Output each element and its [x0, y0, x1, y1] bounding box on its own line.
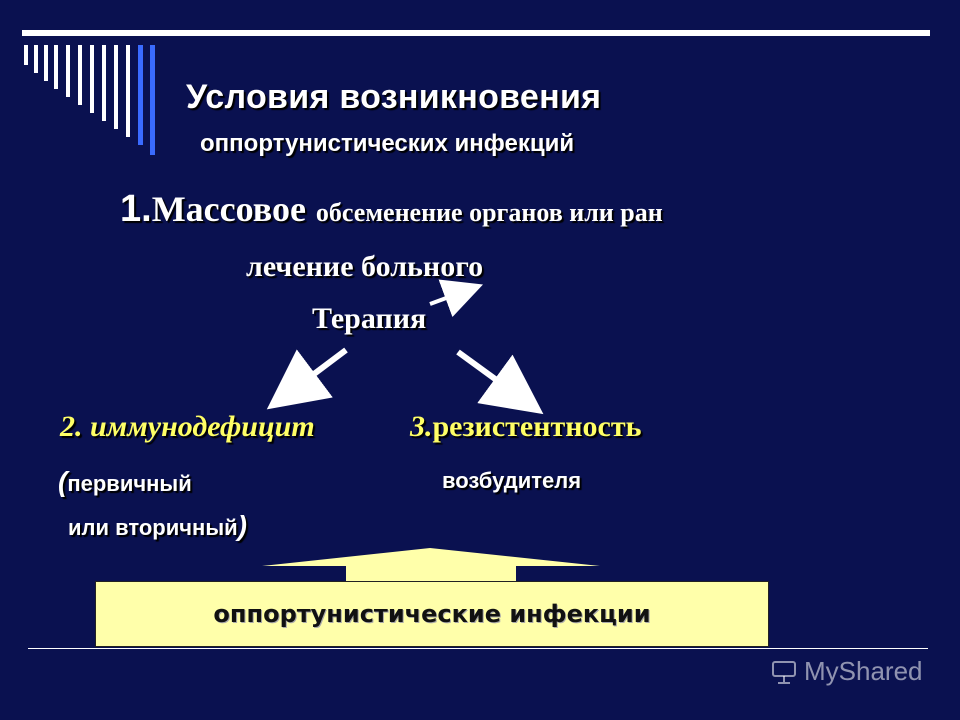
treatment-text: лечение больного	[246, 250, 484, 283]
condition-1-number: 1.	[120, 188, 152, 230]
primary-label: первичный	[67, 471, 192, 496]
condition-3-number: 3.	[410, 410, 433, 443]
therapy-text: Терапия	[312, 302, 427, 335]
condition-1-text: обсеменение органов или ран	[315, 198, 663, 227]
paren-close: )	[237, 510, 247, 541]
condition-1: 1.Массовое обсеменение органов или ран	[120, 188, 663, 231]
upward-arrow-shape	[262, 548, 600, 582]
result-box: оппортунистические инфекции	[95, 581, 769, 647]
arrow-to-treatment	[429, 279, 484, 318]
arrow-to-resistance	[456, 349, 544, 415]
top-rule	[22, 30, 930, 36]
condition-3-label: резистентность	[432, 410, 642, 443]
arrow-to-immunodeficiency	[266, 347, 348, 410]
decorative-stripes	[24, 45, 155, 155]
projector-icon	[772, 660, 796, 684]
pathogen-text: возбудителя	[442, 468, 582, 493]
condition-1-lead: Массовое	[151, 189, 306, 229]
secondary-text: или вторичный)	[68, 510, 247, 542]
paren-open: (	[58, 466, 68, 497]
primary-text: (первичный	[58, 466, 192, 498]
watermark-text: MyShared	[804, 656, 923, 686]
watermark: MyShared	[770, 656, 923, 687]
slide-title: Условия возникновения	[186, 78, 602, 116]
condition-3: 3.резистентность	[410, 410, 641, 444]
secondary-label: или вторичный	[68, 515, 238, 540]
condition-2: 2. иммунодефицит	[60, 410, 315, 443]
bottom-rule	[28, 648, 928, 649]
slide-subtitle: оппортунистических инфекций	[200, 130, 575, 157]
